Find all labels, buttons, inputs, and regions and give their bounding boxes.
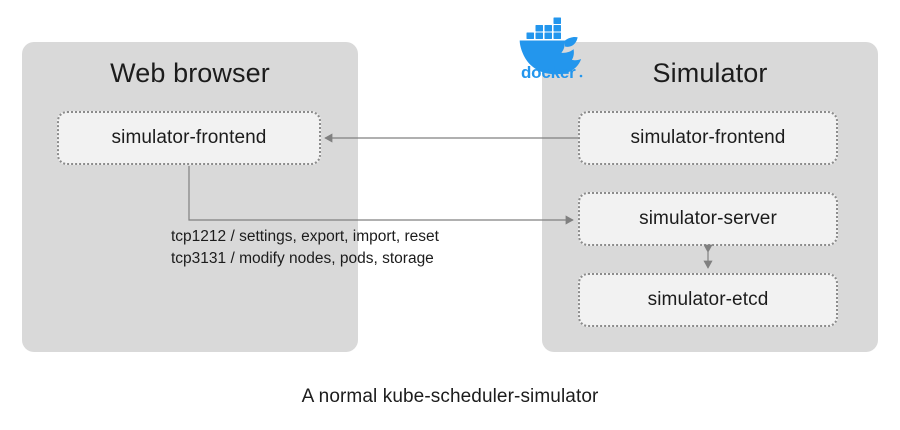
panel-web-browser-title: Web browser	[110, 58, 270, 88]
node-simulator-frontend: simulator-frontend	[578, 111, 838, 165]
panel-simulator-title: Simulator	[652, 58, 768, 88]
node-simulator-etcd: simulator-etcd	[578, 273, 838, 327]
docker-wordmark: docker	[521, 63, 576, 80]
node-simulator-server: simulator-server	[578, 192, 838, 246]
node-label: simulator-frontend	[630, 127, 786, 148]
node-label: simulator-frontend	[111, 127, 267, 148]
panel-web-browser: Web browser	[22, 42, 358, 352]
node-label: simulator-server	[639, 208, 777, 229]
protocol-line-tcp3131: tcp3131 / modify nodes, pods, storage	[171, 250, 434, 267]
docker-whale-icon	[517, 17, 582, 75]
docker-logo: docker	[503, 12, 595, 80]
docker-wordmark-dot	[579, 74, 583, 78]
protocol-line-tcp1212: tcp1212 / settings, export, import, rese…	[171, 228, 439, 245]
protocol-legend: tcp1212 / settings, export, import, rese…	[171, 226, 439, 270]
node-label: simulator-etcd	[647, 289, 769, 310]
node-web-browser-simulator-frontend: simulator-frontend	[57, 111, 321, 165]
diagram-caption: A normal kube-scheduler-simulator	[301, 386, 599, 407]
